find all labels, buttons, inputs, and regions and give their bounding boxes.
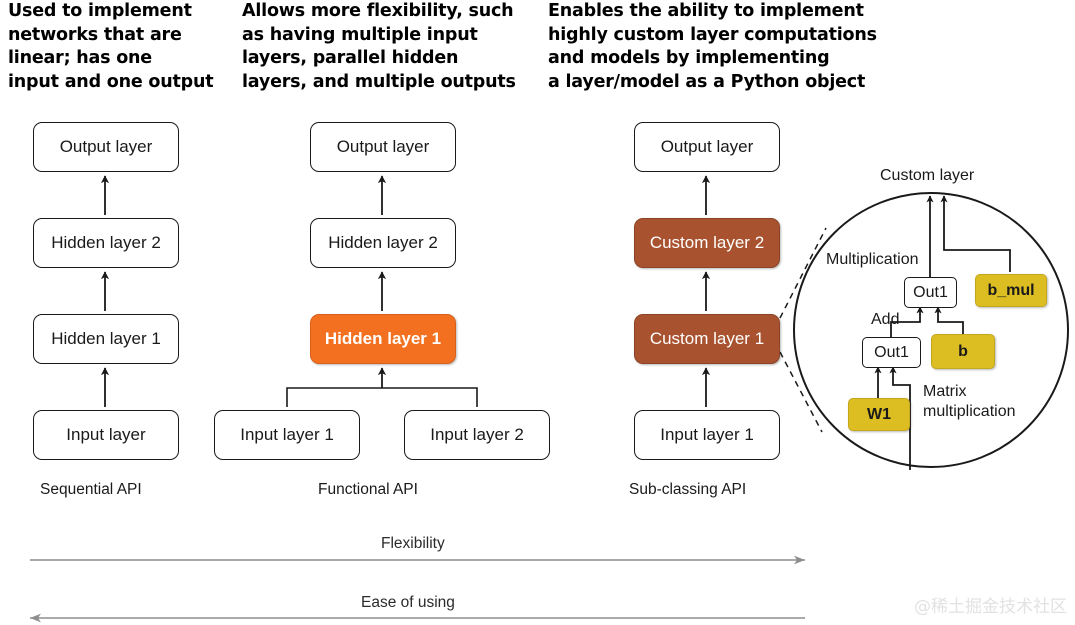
node-functional-hidden-layer-1[interactable]: Hidden layer 1 xyxy=(310,314,456,364)
caption-functional-api: Functional API xyxy=(318,481,418,498)
caption-subclassing-api: Sub-classing API xyxy=(629,481,747,498)
detail-node-w1[interactable]: W1 xyxy=(848,398,910,431)
node-sequential-hidden-layer-1[interactable]: Hidden layer 1 xyxy=(33,314,179,364)
axis-label-flexibility: Flexibility xyxy=(381,535,445,552)
node-subclassing-custom-layer-1[interactable]: Custom layer 1 xyxy=(634,314,780,364)
node-subclassing-input-layer-1[interactable]: Input layer 1 xyxy=(634,410,780,460)
column-header-functional: Allows more flexibility, such as having … xyxy=(242,1,516,92)
node-subclassing-output-layer[interactable]: Output layer xyxy=(634,122,780,172)
detail-op-multiplication: Multiplication xyxy=(826,251,919,268)
detail-op-matrix-multiplication: Matrix multiplication xyxy=(923,383,1016,420)
detail-op-add: Add xyxy=(871,311,900,328)
node-sequential-input-layer[interactable]: Input layer xyxy=(33,410,179,460)
node-sequential-hidden-layer-2[interactable]: Hidden layer 2 xyxy=(33,218,179,268)
watermark: @稀土掘金技术社区 xyxy=(914,597,1067,617)
node-functional-output-layer[interactable]: Output layer xyxy=(310,122,456,172)
node-sequential-output-layer[interactable]: Output layer xyxy=(33,122,179,172)
node-functional-input-layer-1[interactable]: Input layer 1 xyxy=(214,410,360,460)
detail-node-b-mul[interactable]: b_mul xyxy=(975,274,1047,307)
detail-node-out1-top[interactable]: Out1 xyxy=(904,277,957,308)
detail-node-b[interactable]: b xyxy=(931,334,995,369)
detail-node-out1-lower[interactable]: Out1 xyxy=(862,337,921,368)
caption-sequential-api: Sequential API xyxy=(40,481,142,498)
node-functional-hidden-layer-2[interactable]: Hidden layer 2 xyxy=(310,218,456,268)
axis-label-ease-of-using: Ease of using xyxy=(361,594,455,611)
column-header-sequential: Used to implement networks that are line… xyxy=(8,1,214,92)
node-functional-input-layer-2[interactable]: Input layer 2 xyxy=(404,410,550,460)
detail-title: Custom layer xyxy=(880,167,975,184)
column-header-subclassing: Enables the ability to implement highly … xyxy=(548,1,877,92)
node-subclassing-custom-layer-2[interactable]: Custom layer 2 xyxy=(634,218,780,268)
